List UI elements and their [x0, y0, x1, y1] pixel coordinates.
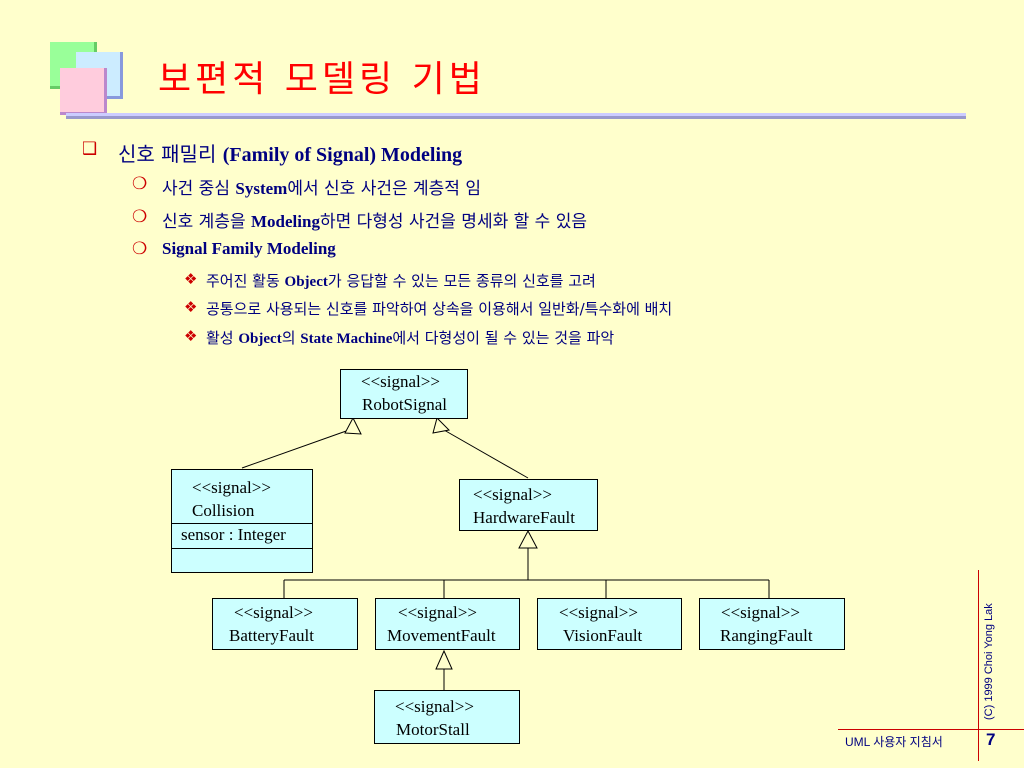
bullet-diamond-marker: ❖	[184, 298, 198, 316]
copyright-sidebar: (C) 1999 Choi Yong Lak	[978, 570, 1001, 730]
class-name: HardwareFault	[473, 508, 575, 527]
class-robot-signal[interactable]: <<signal>> RobotSignal	[340, 369, 468, 419]
bullet-text: 가 응답할 수 있는 모든 종류의 신호를 고려	[327, 272, 596, 290]
bullet-text: 공통으로 사용되는 신호를 파악하여 상속을 이용해서 일반화/특수화에 배치	[206, 300, 673, 318]
bullet-text: 의	[281, 329, 301, 347]
page-number: 7	[986, 730, 996, 749]
stereotype-label: <<signal>>	[395, 697, 474, 716]
inheritance-arrowhead	[518, 529, 538, 549]
slide-title: 보편적 모델링 기법	[158, 59, 486, 100]
bullet-text: 하면 다형성 사건을 명세화 할 수 있음	[319, 212, 587, 232]
class-name: RangingFault	[720, 626, 813, 645]
stereotype-label: <<signal>>	[473, 485, 552, 504]
class-name: BatteryFault	[229, 626, 314, 645]
class-motor-stall[interactable]: <<signal>> MotorStall	[374, 690, 520, 744]
class-collision[interactable]: <<signal>> Collision sensor : Integer	[171, 469, 313, 573]
bullet-square-marker: ❑	[82, 139, 98, 159]
class-vision-fault[interactable]: <<signal>> VisionFault	[537, 598, 682, 650]
bullet-text-bold: State Machine	[300, 331, 393, 347]
generalization-line	[241, 429, 350, 469]
bullet-diamond-marker: ❖	[184, 327, 198, 345]
bullet-text-en: (Family of Signal) Modeling	[222, 144, 463, 166]
stereotype-label: <<signal>>	[398, 603, 477, 622]
bullet-text-bold: Object	[238, 331, 282, 347]
bullet-diamond-marker: ❖	[184, 270, 198, 288]
class-name: MotorStall	[396, 720, 470, 739]
class-name: MovementFault	[387, 626, 496, 645]
bullet-text: 사건 중심	[162, 179, 236, 199]
title-underline	[66, 113, 966, 119]
bullet-text: 주어진 활동	[206, 272, 285, 290]
class-name: Collision	[192, 501, 255, 520]
footer-label: UML 사용자 지침서	[845, 735, 943, 749]
class-hardware-fault[interactable]: <<signal>> HardwareFault	[459, 479, 598, 531]
bullet-circle-marker: ❍	[132, 207, 148, 227]
stereotype-label: <<signal>>	[559, 603, 638, 622]
copyright-text: (C) 1999 Choi Yong Lak	[983, 603, 995, 720]
generalization-line	[443, 429, 529, 479]
compartment-divider	[172, 548, 312, 549]
bullet-text: 활성	[206, 329, 239, 347]
bullet-text-bold: System	[235, 179, 288, 198]
bullet-text-bold: Object	[284, 274, 328, 290]
bullet-circle-marker: ❍	[132, 239, 148, 259]
inheritance-arrowhead	[435, 649, 453, 670]
bullet-text: 에서 신호 사건은 계층적 임	[287, 179, 481, 199]
bullet-text: 신호 계층을	[162, 212, 252, 232]
bullet-text-bold: Signal Family Modeling	[162, 239, 336, 258]
compartment-divider	[172, 523, 312, 524]
bullet-text-bold: Modeling	[251, 212, 320, 231]
inheritance-arrowhead	[432, 417, 451, 434]
class-battery-fault[interactable]: <<signal>> BatteryFault	[212, 598, 358, 650]
class-ranging-fault[interactable]: <<signal>> RangingFault	[699, 598, 845, 650]
stereotype-label: <<signal>>	[721, 603, 800, 622]
bullet-text: 에서 다형성이 될 수 있는 것을 파악	[392, 329, 615, 347]
stereotype-label: <<signal>>	[361, 372, 440, 391]
class-movement-fault[interactable]: <<signal>> MovementFault	[375, 598, 520, 650]
class-attribute: sensor : Integer	[181, 525, 286, 544]
footer-divider	[978, 729, 979, 761]
class-name: RobotSignal	[362, 395, 448, 414]
class-name: VisionFault	[563, 626, 643, 645]
bullet-text: 신호 패밀리	[118, 142, 223, 166]
bullet-circle-marker: ❍	[132, 174, 148, 194]
footer-rule	[838, 729, 1024, 730]
stereotype-label: <<signal>>	[234, 603, 313, 622]
stereotype-label: <<signal>>	[192, 478, 271, 497]
inheritance-arrowhead	[344, 416, 362, 435]
